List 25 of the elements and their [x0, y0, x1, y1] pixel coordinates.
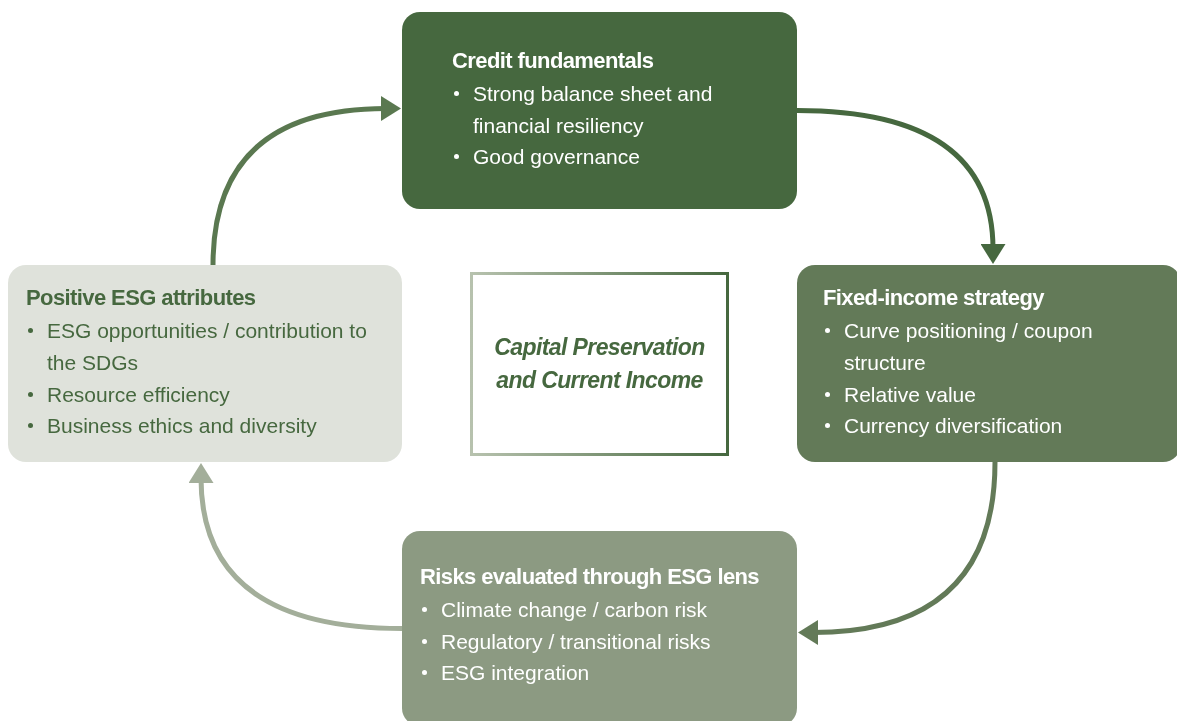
- bullet-text: Resource efficiency: [47, 381, 230, 408]
- curved-arrow: [210, 96, 401, 266]
- bullet-text: Regulatory / transitional risks: [441, 628, 711, 655]
- bullet-text: Relative value: [844, 381, 976, 408]
- curved-arrow: [188, 463, 403, 631]
- card-heading: Risks evaluated through ESG lens: [420, 563, 760, 590]
- info-card: [8, 265, 402, 462]
- bullet-text: Strong balance sheet and financial resiliency: [473, 80, 714, 139]
- bullet-text: ESG integration: [441, 660, 590, 687]
- bullet-text: Business ethics and diversity: [47, 413, 317, 440]
- info-card: [797, 265, 1177, 462]
- curved-arrow: [798, 461, 998, 645]
- bullet-text: Good governance: [473, 144, 640, 171]
- center-text: Capital Preservation and Current Income: [493, 332, 706, 395]
- card-heading: Positive ESG attributes: [26, 284, 257, 311]
- card-heading: Credit fundamentals: [452, 47, 655, 74]
- info-card: [402, 531, 797, 721]
- curved-arrow: [796, 108, 1006, 264]
- bullet-text: Curve positioning / coupon structure: [844, 317, 1094, 376]
- bullet-text: Climate change / carbon risk: [441, 596, 708, 623]
- bullet-text: Currency diversification: [844, 413, 1063, 440]
- info-card: [402, 12, 797, 209]
- bullet-text: ESG opportunities / contribution to the SDGs: [47, 317, 368, 376]
- center-box: [470, 272, 729, 456]
- card-heading: Fixed-income strategy: [823, 284, 1046, 311]
